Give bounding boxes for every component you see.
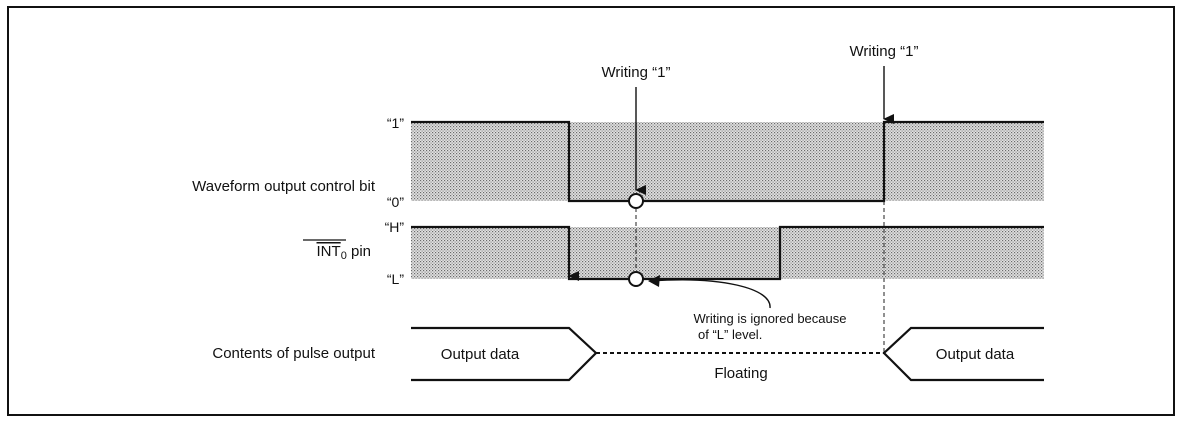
pulse-output-label: Contents of pulse output bbox=[212, 345, 375, 362]
svg-text:INT0 pin: INT0 pin bbox=[317, 243, 371, 262]
int-pin-low-level: “L” bbox=[387, 271, 404, 287]
pulse-floating-label: Floating bbox=[714, 365, 767, 382]
ignored-note-line2: of “L” level. bbox=[698, 327, 762, 342]
pulse-right-data-label: Output data bbox=[936, 346, 1015, 363]
int-pin-name: INT bbox=[317, 243, 341, 260]
int-pin-high-level: “H” bbox=[385, 219, 405, 235]
control-bit-shade bbox=[411, 122, 1044, 201]
ignored-note-line1: Writing is ignored because bbox=[694, 311, 847, 326]
write-1-label-second: Writing “1” bbox=[850, 43, 919, 60]
diagram-frame bbox=[7, 6, 1175, 416]
pulse-left-data-label: Output data bbox=[441, 346, 520, 363]
control-bit-high-level: “1” bbox=[387, 115, 404, 131]
int-pin-write-marker bbox=[628, 271, 644, 287]
int-pin-waveform bbox=[411, 225, 1044, 281]
write-1-label-first: Writing “1” bbox=[602, 64, 671, 81]
pulse-right-data-box bbox=[882, 326, 1044, 382]
int-pin-shade bbox=[411, 227, 1044, 279]
int-pin-label: INT0 pin bbox=[303, 239, 371, 262]
control-bit-label: Waveform output control bit bbox=[192, 178, 376, 195]
control-bit-write-marker bbox=[628, 193, 644, 209]
control-bit-waveform bbox=[411, 120, 1044, 203]
int-pin-subscript: 0 bbox=[341, 250, 347, 262]
ignored-note-arrowhead bbox=[648, 275, 660, 287]
int-pin-suffix: pin bbox=[347, 243, 371, 260]
ignored-note-arrow bbox=[650, 279, 771, 309]
control-bit-low-level: “0” bbox=[387, 194, 404, 210]
